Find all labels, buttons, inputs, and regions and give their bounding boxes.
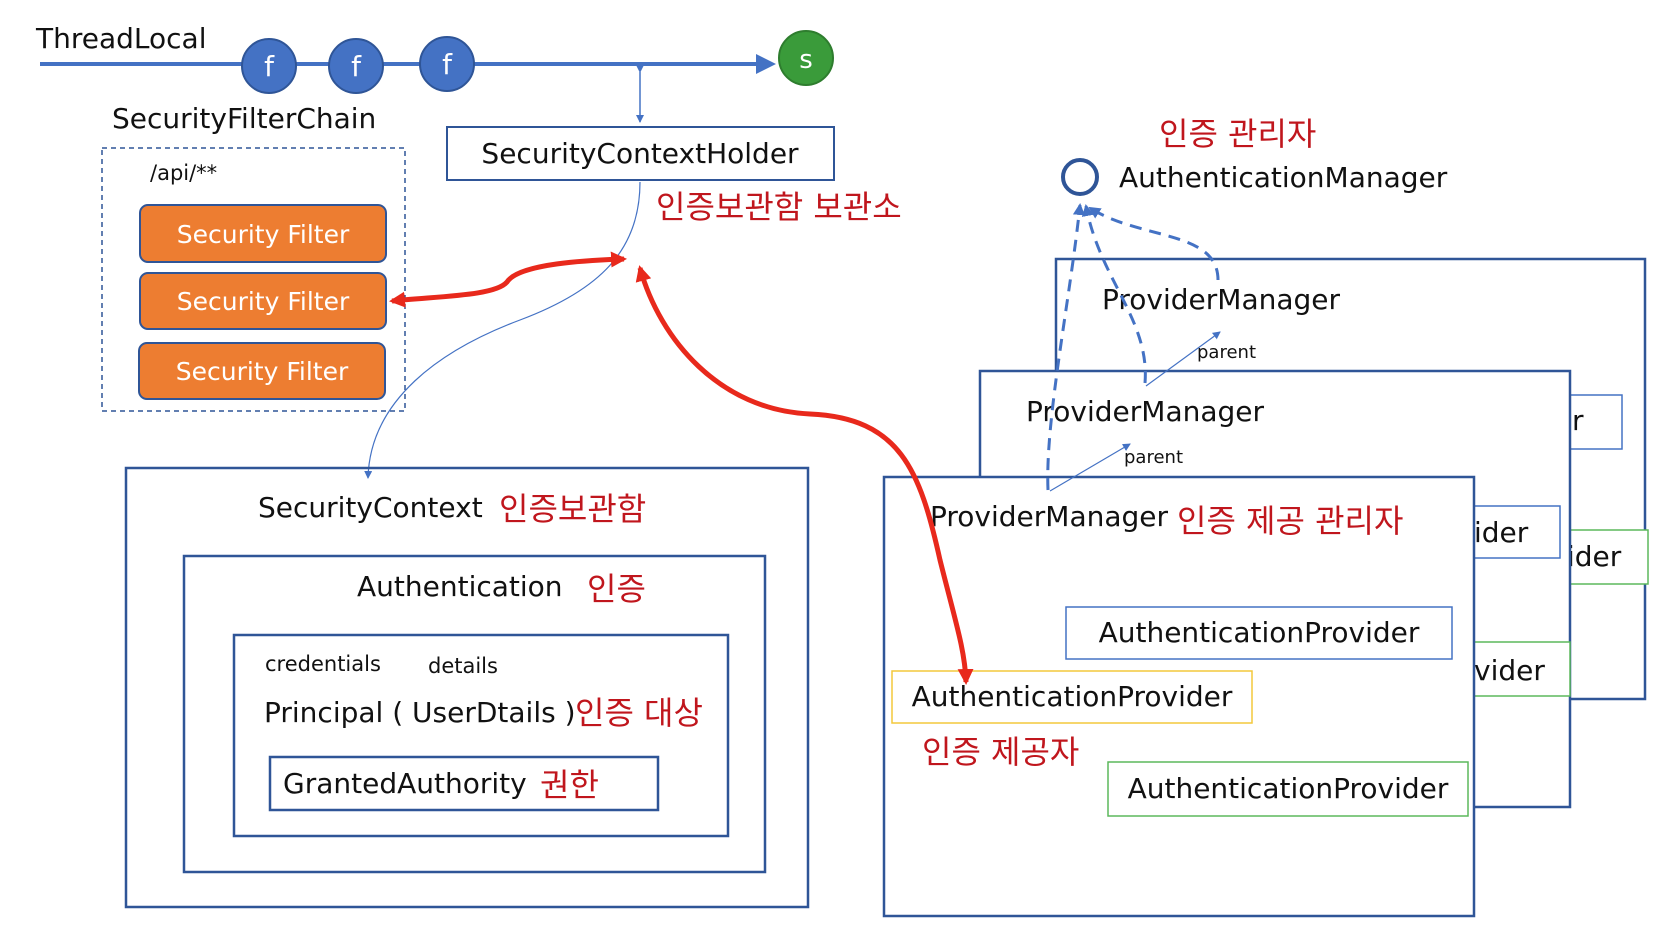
principal-label: Principal ( UserDtails ) — [264, 696, 576, 729]
credentials-label: credentials — [265, 652, 381, 676]
authentication-provider-3-label: AuthenticationProvider — [1128, 772, 1449, 805]
details-label: details — [428, 654, 498, 678]
authentication-provider-3-box — [1107, 761, 1469, 817]
provider-manager-front-korean: 인증 제공 관리자 — [1177, 502, 1403, 540]
dashed-arrow-back-to-manager — [1088, 206, 1220, 281]
mid-fragment-1-text: ider — [1474, 516, 1529, 549]
authentication-provider-1-label: AuthenticationProvider — [1099, 616, 1420, 649]
dashed-arrow-mid-to-manager — [1081, 204, 1147, 384]
security-filter-3: Security Filter — [138, 342, 386, 400]
mid-provider-fragment-1 — [1469, 505, 1561, 559]
filter-chain-path: /api/** — [150, 161, 217, 185]
granted-authority-korean: 권한 — [540, 766, 599, 804]
granted-authority-box — [268, 755, 660, 812]
authentication-korean: 인증 — [587, 570, 646, 608]
threadlocal-node-2: f — [328, 38, 384, 94]
authentication-label: Authentication — [357, 570, 563, 603]
granted-authority-label: GrantedAuthority — [283, 767, 527, 800]
threadlocal-node-1: f — [241, 38, 297, 94]
svg-text:Security Filter: Security Filter — [176, 357, 349, 386]
security-context-box — [124, 466, 810, 909]
svg-text:Security Filter: Security Filter — [177, 220, 350, 249]
security-filter-2: Security Filter — [139, 272, 387, 330]
holder-korean-label: 인증보관함 보관소 — [656, 188, 902, 226]
authentication-manager-label: AuthenticationManager — [1119, 161, 1448, 194]
provider-manager-front-title: ProviderManager — [930, 500, 1169, 533]
security-context-holder-label: SecurityContextHolder — [481, 137, 799, 170]
threadlocal-end-node: s — [778, 30, 834, 86]
dashed-arrow-front-to-manager — [1046, 203, 1085, 491]
provider-korean: 인증 제공자 — [922, 733, 1079, 771]
svg-text:s: s — [799, 45, 813, 75]
parent-label-1: parent — [1197, 342, 1256, 363]
svg-text:f: f — [351, 50, 362, 83]
security-context-korean: 인증보관함 — [499, 490, 646, 528]
authentication-box — [182, 554, 767, 874]
threadlocal-label: ThreadLocal — [35, 22, 206, 55]
parent-arrow-2 — [1049, 443, 1131, 492]
red-arrow-filter-to-holder — [389, 251, 627, 308]
svg-text:f: f — [264, 50, 275, 83]
principal-box — [232, 633, 730, 838]
holder-context-link — [364, 181, 641, 479]
authentication-provider-1-box — [1065, 606, 1453, 660]
parent-arrow-1 — [1145, 331, 1221, 387]
authentication-manager-interface-icon — [1061, 158, 1099, 196]
manager-korean: 인증 관리자 — [1159, 115, 1316, 153]
back-fragment-2-text: ider — [1567, 540, 1622, 573]
provider-manager-middle-title: ProviderManager — [1026, 395, 1265, 428]
security-context-holder-box — [446, 126, 835, 181]
principal-korean: 인증 대상 — [575, 694, 703, 732]
filter-chain-title: SecurityFilterChain — [112, 102, 376, 135]
parent-label-2: parent — [1124, 447, 1183, 468]
svg-text:Security Filter: Security Filter — [177, 287, 350, 316]
threadlocal-arrowhead — [756, 54, 776, 74]
security-filter-1: Security Filter — [139, 204, 387, 263]
threadlocal-node-3: f — [419, 36, 475, 92]
red-arrow-holder-to-provider — [635, 265, 974, 685]
authentication-provider-2-label: AuthenticationProvider — [912, 680, 1233, 713]
provider-manager-back-title: ProviderManager — [1102, 283, 1341, 316]
security-context-label: SecurityContext — [258, 491, 483, 524]
back-fragment-1-text: r — [1572, 404, 1584, 437]
mid-fragment-2-text: vider — [1474, 654, 1545, 687]
svg-text:f: f — [442, 48, 453, 81]
